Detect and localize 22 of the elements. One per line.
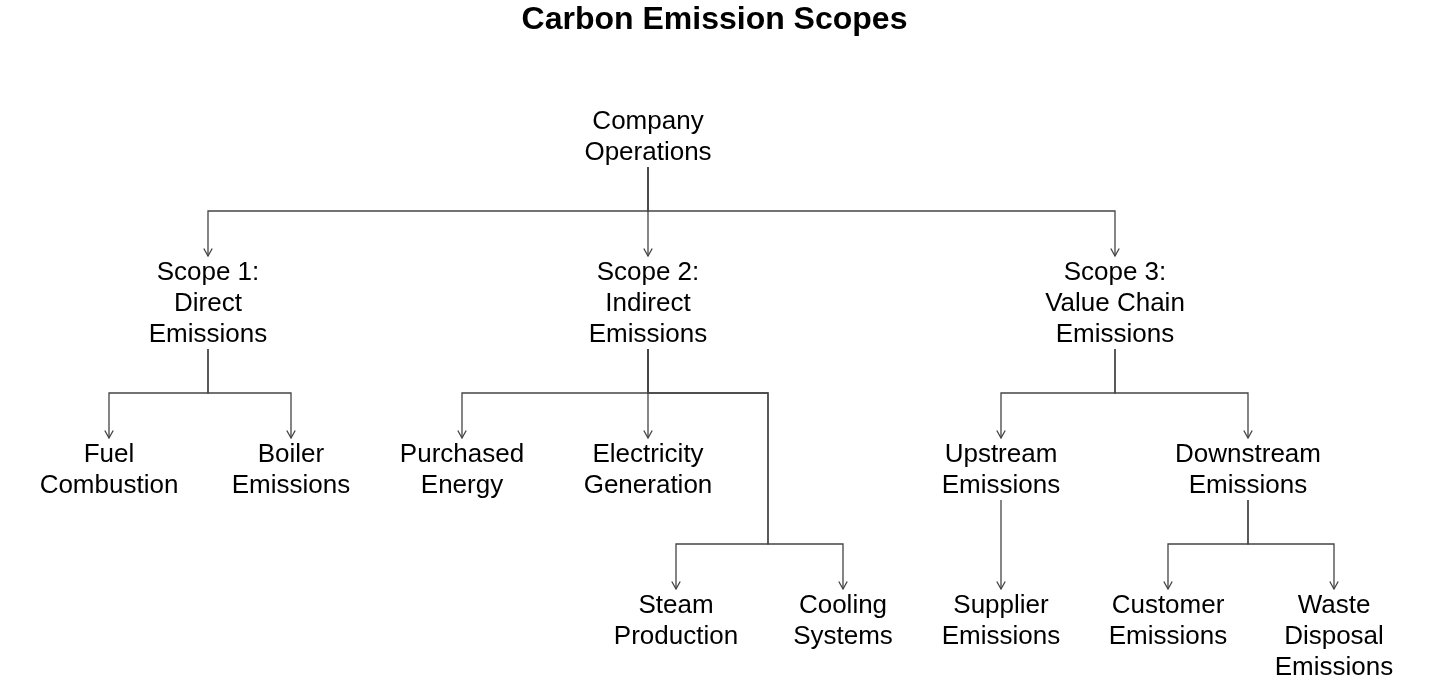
node-label: Steam Production: [610, 589, 742, 651]
node-label: Scope 1: Direct Emissions: [145, 256, 271, 349]
connector-arrow: [647, 166, 1120, 257]
connector-arrow: [207, 348, 296, 439]
connector-arrow: [1247, 499, 1339, 590]
node-label: Supplier Emissions: [938, 589, 1064, 651]
node-label: Boiler Emissions: [228, 438, 354, 500]
node-label: Fuel Combustion: [36, 438, 182, 500]
node-label: Electricity Generation: [580, 438, 716, 500]
node-label: Upstream Emissions: [938, 438, 1064, 500]
node-label: Purchased Energy: [396, 438, 528, 500]
node-label: Customer Emissions: [1105, 589, 1231, 651]
connector-arrow: [647, 348, 848, 590]
node-label: Company Operations: [581, 105, 715, 167]
connector-arrow: [1114, 348, 1253, 439]
node-label: Scope 2: Indirect Emissions: [585, 256, 711, 349]
node-label: Downstream Emissions: [1171, 438, 1325, 500]
connector-arrow: [996, 499, 1006, 590]
node-label: Scope 3: Value Chain Emissions: [1040, 256, 1190, 349]
node-label: Waste Disposal Emissions: [1271, 589, 1397, 682]
node-label: Cooling Systems: [789, 589, 897, 651]
diagram-title: Carbon Emission Scopes: [521, 0, 908, 37]
